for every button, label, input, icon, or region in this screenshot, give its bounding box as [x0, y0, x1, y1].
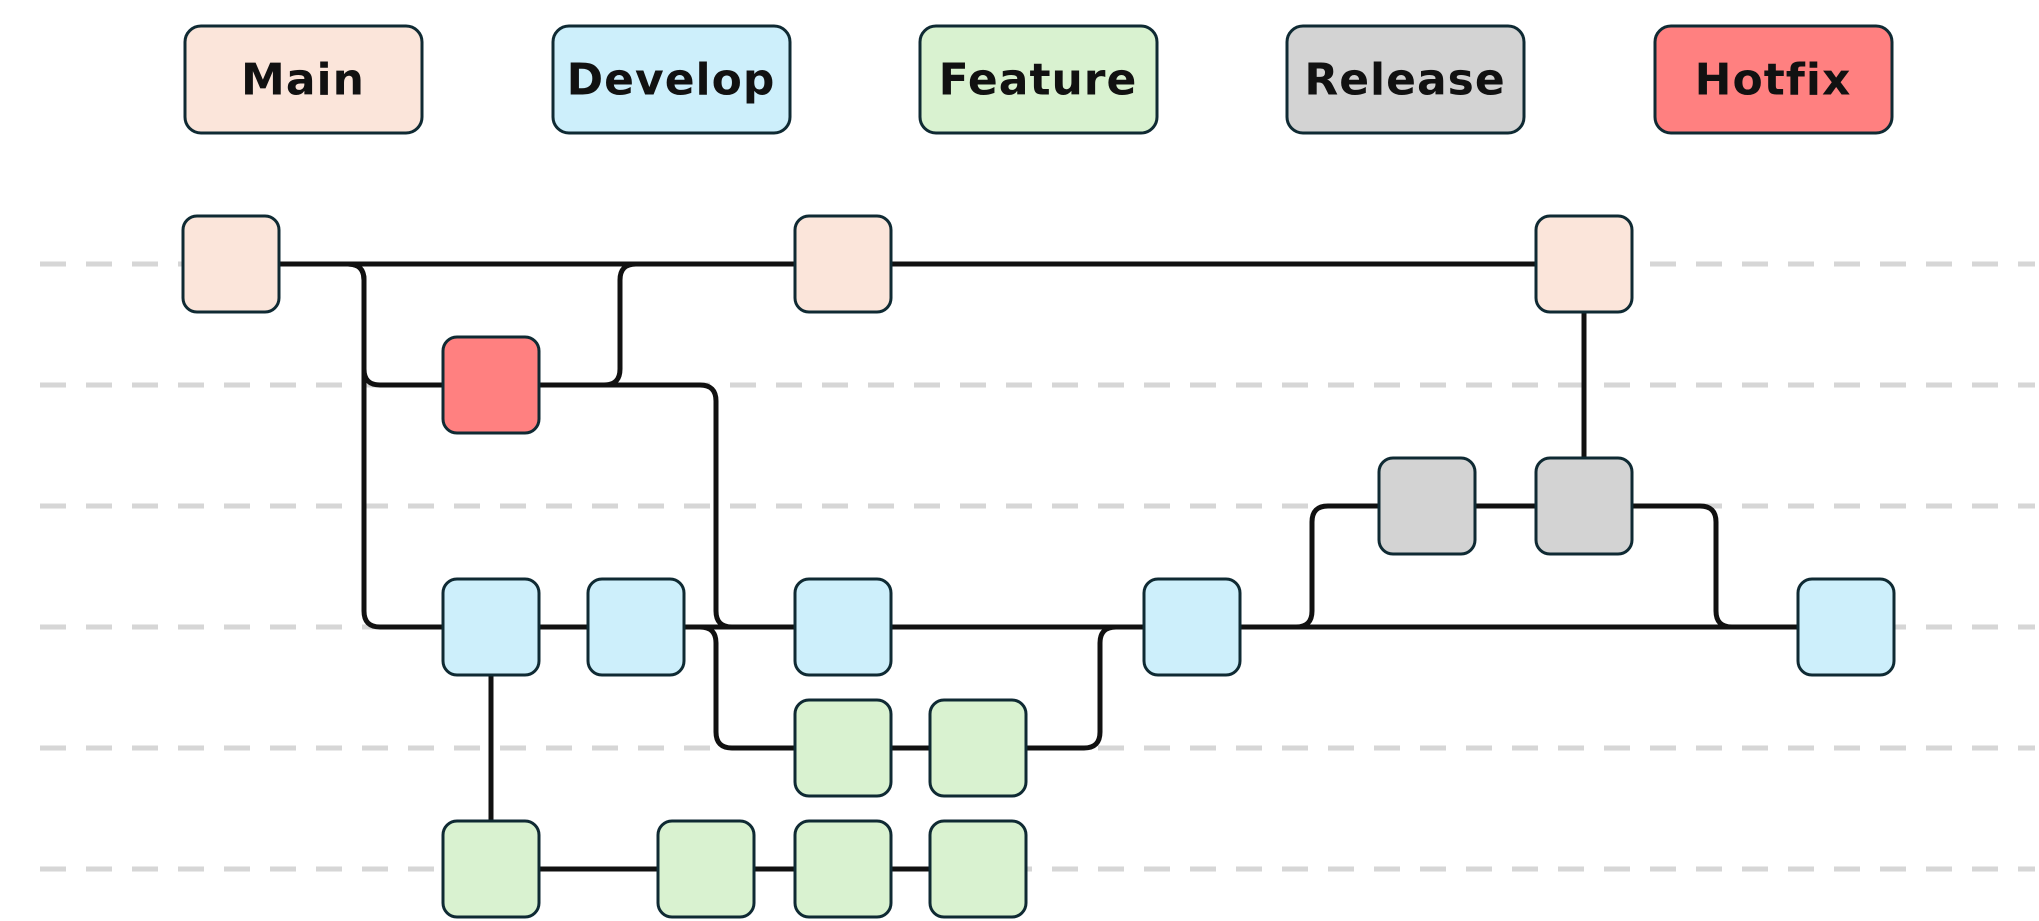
connection-d2-fa1: [633, 624, 846, 751]
commit-hotfix-h1[interactable]: [441, 335, 541, 435]
legend-feature: Feature: [918, 24, 1159, 135]
commit-feature-fa1[interactable]: [793, 698, 893, 798]
legend-hotfix-box: [1653, 24, 1894, 135]
commit-develop-d4[interactable]: [1142, 577, 1242, 677]
connection-fa2-d4: [975, 624, 1195, 751]
legend-main-box: [183, 24, 424, 135]
legend-main: Main: [183, 24, 424, 135]
commit-develop-d1[interactable]: [441, 577, 541, 677]
commit-develop-d5[interactable]: [1796, 577, 1896, 677]
legend-feature-box: [918, 24, 1159, 135]
branch-lanes: [40, 261, 2035, 872]
legend-develop-box: [551, 24, 792, 135]
commit-nodes: [181, 214, 1896, 919]
legend-release-box: [1285, 24, 1526, 135]
commit-main-m2[interactable]: [793, 214, 893, 314]
commit-feature-fb4[interactable]: [928, 819, 1028, 919]
legend-hotfix: Hotfix: [1653, 24, 1894, 135]
commit-feature-fb1[interactable]: [441, 819, 541, 919]
legend-develop-label: Develop: [567, 55, 776, 106]
connection-h1-m2: [488, 261, 846, 388]
commit-develop-d3[interactable]: [793, 577, 893, 677]
branch-legend: Main Develop Feature Release Hotfix: [183, 24, 1894, 135]
commit-release-r2[interactable]: [1534, 456, 1634, 556]
legend-feature-label: Feature: [939, 55, 1138, 106]
commit-feature-fb2[interactable]: [656, 819, 756, 919]
commit-develop-d2[interactable]: [586, 577, 686, 677]
commit-main-m1[interactable]: [181, 214, 281, 314]
legend-hotfix-label: Hotfix: [1695, 55, 1852, 106]
legend-main-label: Main: [241, 55, 365, 106]
commit-main-m3[interactable]: [1534, 214, 1634, 314]
commit-feature-fa2[interactable]: [928, 698, 1028, 798]
commit-release-r1[interactable]: [1377, 456, 1477, 556]
legend-release-label: Release: [1304, 55, 1505, 106]
connection-d4-r1: [1189, 503, 1430, 630]
legend-release: Release: [1285, 24, 1526, 135]
legend-develop: Develop: [551, 24, 792, 135]
connection-r2-d5: [1581, 503, 1849, 630]
commit-feature-fb3[interactable]: [793, 819, 893, 919]
connection-m1-d1: [228, 261, 494, 630]
